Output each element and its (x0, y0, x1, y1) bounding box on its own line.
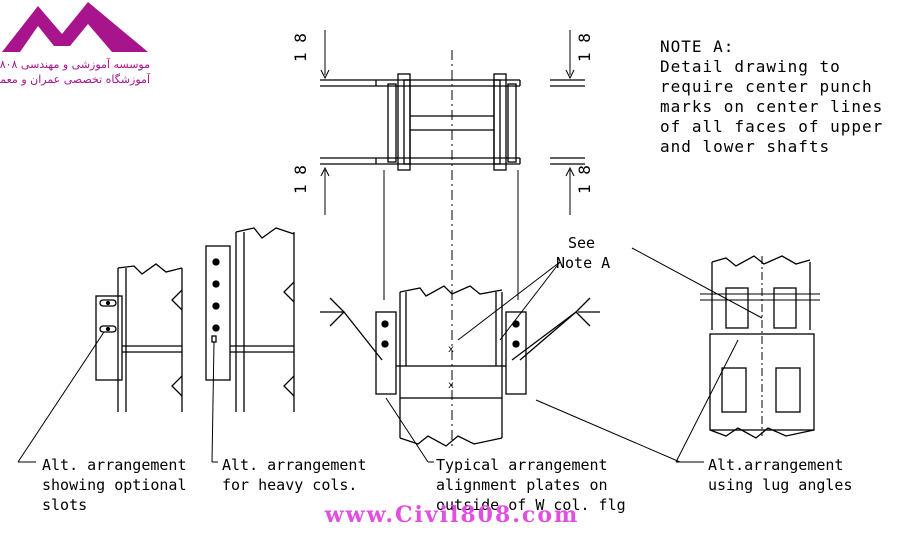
note-line-3: marks on center lines (660, 97, 883, 116)
note-a: NOTE A: Detail drawing to require center… (660, 37, 883, 156)
note-line-4: of all faces of upper (660, 117, 883, 136)
logo: موسسه آموزشی و مهندسی ۸۰۸ آموزشگاه تخصصی… (0, 2, 151, 86)
captions: Alt. arrangement showing optional slots … (18, 456, 853, 514)
right-alignment-plate (505, 311, 527, 395)
watermark: www.Civil808.com (324, 502, 580, 528)
note-line-1: Detail drawing to (660, 57, 841, 76)
caption-slots-1: Alt. arrangement (42, 456, 187, 474)
logo-line2: آموزشگاه تخصصی عمران و معماری (0, 72, 151, 86)
slotted-plate (95, 295, 123, 381)
note-title: NOTE A: (660, 37, 734, 56)
see-label: See (568, 234, 595, 252)
see-note-label: Note A (556, 254, 610, 272)
logo-mark-icon (2, 2, 148, 52)
caption-lug-1: Alt.arrangement (708, 456, 843, 474)
note-line-2: require center punch (660, 77, 873, 96)
svg-text:x: x (448, 344, 454, 355)
caption-typical-3: outside of W col. flg (436, 496, 626, 514)
caption-typical-2: alignment plates on (436, 476, 608, 494)
heavy-plate (205, 245, 231, 381)
dim-lower-left: 1 8 (291, 165, 310, 194)
caption-typical-1: Typical arrangement (436, 456, 608, 474)
caption-heavy-2: for heavy cols. (222, 476, 357, 494)
projection-lines (383, 170, 519, 300)
dim-upper-right: 1 8 (575, 33, 594, 62)
caption-lug-2: using lug angles (708, 476, 853, 494)
caption-slots-2: showing optional (42, 476, 187, 494)
svg-text:x: x (448, 380, 454, 391)
optional-slots-detail (17, 263, 183, 463)
dim-lower-right: 1 8 (575, 165, 594, 194)
plan-view-h-section (320, 30, 585, 450)
lug-angles-detail (631, 247, 820, 463)
typical-arrangement-elevation: x x (320, 261, 600, 447)
heavy-cols-detail (205, 227, 295, 463)
caption-heavy-1: Alt. arrangement (222, 456, 367, 474)
caption-slots-3: slots (42, 496, 87, 514)
dim-upper-left: 1 8 (291, 33, 310, 62)
logo-line1: موسسه آموزشی و مهندسی ۸۰۸ (0, 57, 150, 71)
note-line-5: and lower shafts (660, 137, 830, 156)
